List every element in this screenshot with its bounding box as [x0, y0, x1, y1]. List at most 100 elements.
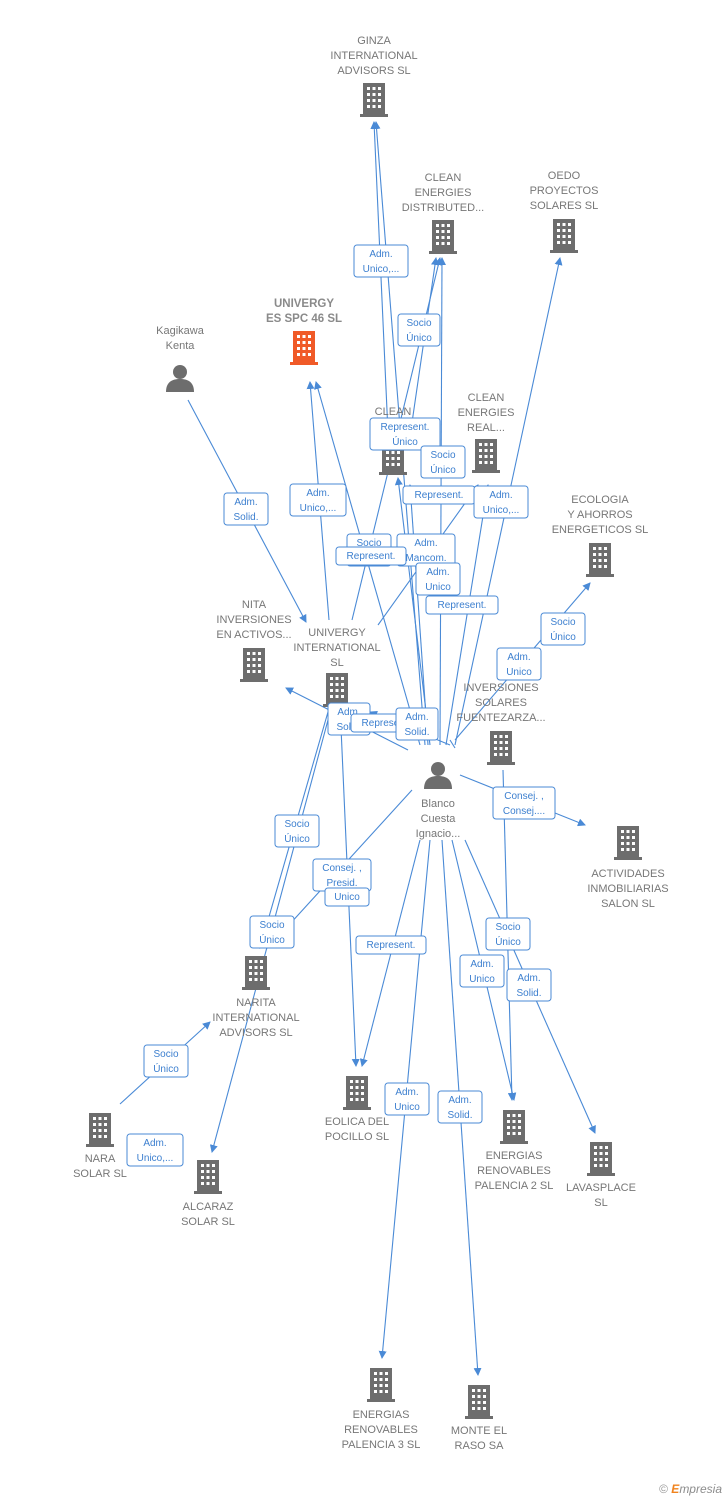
edge-label-text: Represent.	[381, 422, 430, 433]
node-label: ENERGIAS	[353, 1409, 410, 1421]
building-icon	[429, 220, 457, 254]
edge-label-box	[335, 546, 407, 566]
node-label: INTERNATIONAL	[212, 1012, 299, 1024]
edge-label-text: Unico	[394, 1102, 420, 1113]
edge-label-box	[397, 313, 441, 347]
edge-label-text: Solid.	[404, 727, 429, 738]
node-label: ADVISORS SL	[219, 1027, 292, 1039]
node-label: NITA	[242, 599, 267, 611]
edge-label-text: Adm.	[470, 959, 493, 970]
edge-label-text: Represent.	[438, 600, 487, 611]
edge-label-e8[interactable]: Adm. Unico,...	[473, 485, 529, 519]
edge-label-box	[143, 1044, 189, 1078]
edge-label-text: Unico,...	[137, 1153, 174, 1164]
edge-label-e3[interactable]: Represent.Único	[369, 417, 441, 451]
edge-label-e30[interactable]: Adm.Unico	[384, 1082, 430, 1116]
building-icon	[242, 956, 270, 990]
node-label: PALENCIA 3 SL	[342, 1439, 421, 1451]
edge-label-e13[interactable]: Represent.	[425, 595, 499, 615]
edge-label-text: Solid.	[447, 1110, 472, 1121]
building-icon	[465, 1385, 493, 1419]
edge-label-box	[369, 417, 441, 451]
edge-label-text: Represent.	[415, 490, 464, 501]
edge-label-box	[496, 647, 542, 681]
edge-label-box	[249, 915, 295, 949]
node-label: ECOLOGIA	[571, 494, 629, 506]
edge-label-text: Adm.	[507, 652, 530, 663]
building-icon	[290, 331, 318, 365]
edge-label-text: Adm.	[426, 567, 449, 578]
edge-label-text: Socio	[406, 318, 431, 329]
node-label: ES SPC 46 SL	[266, 313, 342, 325]
edge-label-e27[interactable]: Adm. Solid.	[506, 968, 552, 1002]
node-label: INTERNATIONAL	[330, 50, 417, 62]
edge-label-e7[interactable]: Represent.	[402, 485, 476, 505]
edge-label-e29[interactable]: Adm. Unico,...	[126, 1133, 184, 1167]
edge-label-e18[interactable]: Adm.Solid.	[395, 707, 439, 741]
edge-label-e5[interactable]: Adm.Solid.	[223, 492, 269, 526]
node-label: CLEAN	[468, 392, 505, 404]
building-icon	[614, 826, 642, 860]
edge-label-text: Unico	[469, 974, 495, 985]
node-blanco[interactable]: BlancoCuestaIgnacio...	[416, 762, 461, 840]
node-inv-solares[interactable]: INVERSIONESSOLARESFUENTEZARZA...	[456, 682, 546, 765]
edge-label-e11[interactable]: Represent.	[335, 546, 407, 566]
edge-label-text: Único	[284, 832, 310, 845]
edge-label-box	[353, 244, 409, 278]
edge-label-box	[126, 1133, 184, 1167]
edge-label-e6[interactable]: Adm.Unico,...	[289, 483, 347, 517]
edge-label-text: Adm.	[489, 490, 512, 501]
node-label: SOLAR SL	[181, 1216, 235, 1228]
edge-label-box	[425, 595, 499, 615]
edge-label-e21[interactable]: Consej. ,Presid.	[312, 858, 372, 892]
brand-logo-rest: mpresia	[679, 1482, 722, 1496]
edge-label-text: Adm.	[517, 973, 540, 984]
edge-line	[449, 739, 456, 749]
edge-label-e26[interactable]: Adm. Unico	[459, 954, 505, 988]
edge-label-e12[interactable]: Adm.Unico	[415, 562, 461, 596]
edge-label-text: Unico	[334, 892, 360, 903]
edge-label-text: Unico,...	[483, 505, 520, 516]
edge-label-text: Presid.	[326, 878, 357, 889]
node-label: Kenta	[166, 340, 196, 352]
edge-label-e31[interactable]: Adm.Solid.	[437, 1090, 483, 1124]
edge-label-e19[interactable]: Consej. ,Consej....	[492, 786, 556, 820]
edge-label-e24[interactable]: Represent.	[355, 935, 427, 955]
edge-label-text: Socio	[550, 617, 575, 628]
edge-label-e1[interactable]: Adm.Unico,...	[353, 244, 409, 278]
node-label: CLEAN	[425, 172, 462, 184]
edge-label-e22[interactable]: Unico	[324, 887, 370, 907]
edge-label-text: Solid.	[516, 988, 541, 999]
node-label: Y AHORROS	[567, 509, 632, 521]
node-label: SL	[594, 1197, 607, 1209]
node-clean-real[interactable]: CLEANENERGIESREAL...	[458, 392, 515, 473]
node-label: ACTIVIDADES	[591, 868, 664, 880]
edge-label-e15[interactable]: Adm.Unico	[496, 647, 542, 681]
edge-label-text: Adm.	[143, 1138, 166, 1149]
node-clean-dist[interactable]: CLEANENERGIESDISTRIBUTED...	[402, 172, 485, 254]
